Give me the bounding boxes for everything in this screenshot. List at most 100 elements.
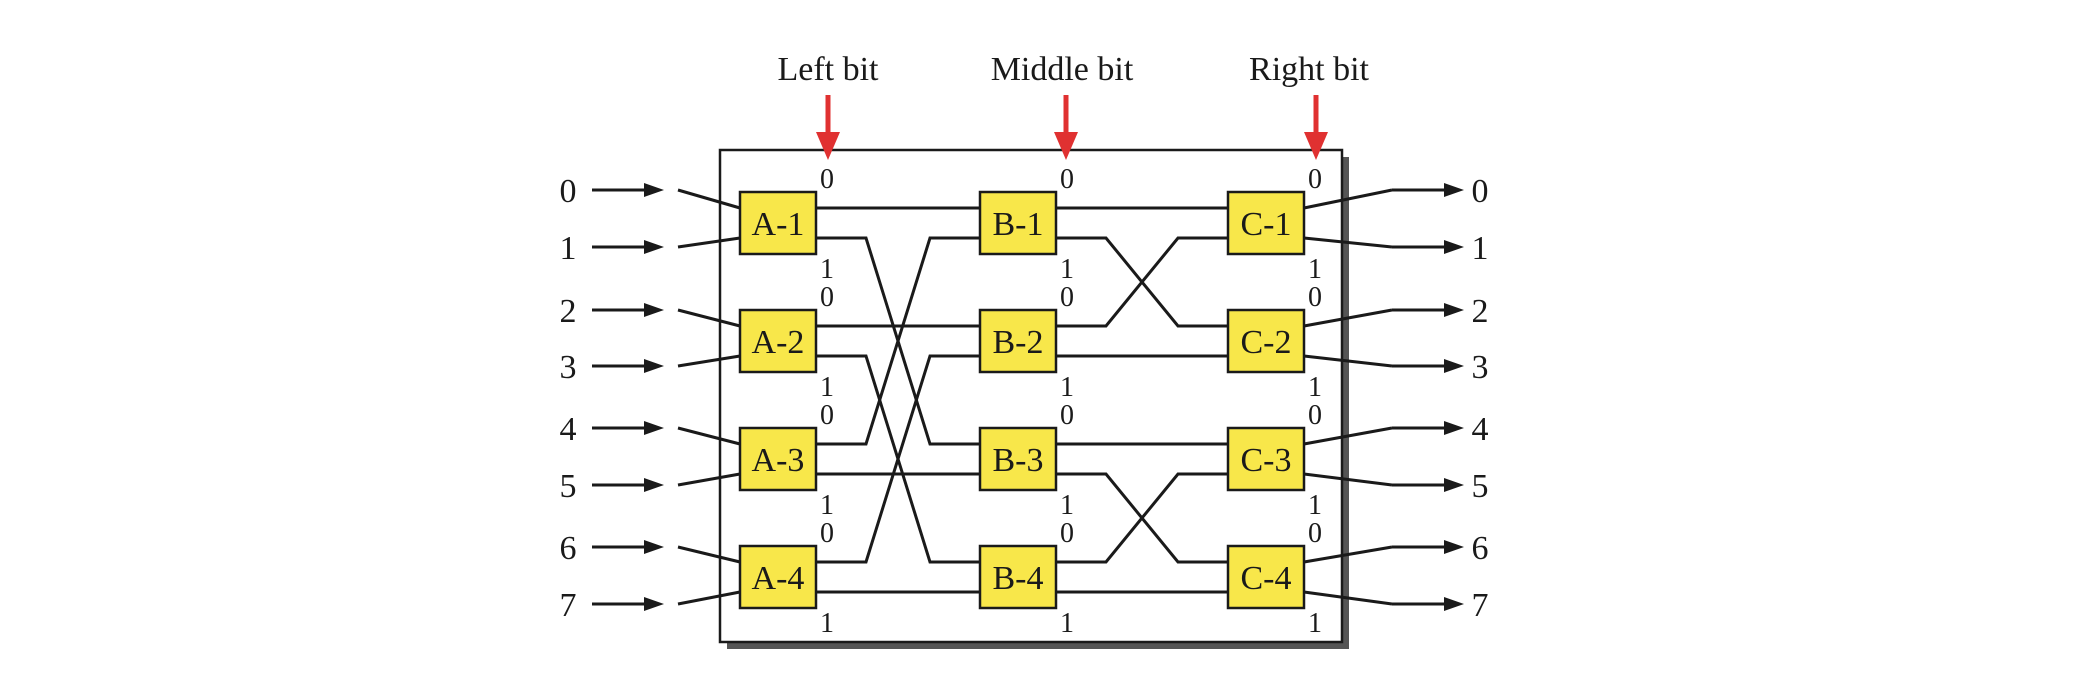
input-label: 3 [560, 349, 577, 386]
input-label: 7 [560, 587, 577, 624]
input-wire [677, 308, 741, 328]
port-label-1: 1 [1060, 254, 1074, 285]
input-arrowhead [644, 421, 664, 435]
select-arrow-left-bit [816, 95, 840, 160]
output-label: 1 [1472, 230, 1489, 267]
output-label: 6 [1472, 530, 1489, 567]
stage-a-to-b-wire [816, 236, 980, 446]
port-label-0: 0 [1060, 400, 1074, 431]
switch-label: C-2 [1241, 324, 1292, 361]
output-wire [1303, 426, 1393, 446]
port-label-1: 1 [1060, 608, 1074, 639]
port-label-1: 1 [820, 490, 834, 521]
output-label: 5 [1472, 468, 1489, 505]
output-arrowhead [1444, 478, 1464, 492]
stage-b-to-c-wire [1056, 472, 1228, 564]
switch-boxes: A-101A-201A-301A-401B-101B-201B-301B-401… [738, 164, 1322, 639]
wiring [677, 188, 1393, 606]
output-label: 0 [1472, 173, 1489, 210]
port-label-0: 0 [1060, 518, 1074, 549]
output-arrowhead [1444, 359, 1464, 373]
switch-c-3: C-3 0 1 [1226, 400, 1322, 521]
port-label-0: 0 [1060, 282, 1074, 313]
port-label-0: 0 [1308, 518, 1322, 549]
input-label: 1 [560, 230, 577, 267]
port-label-1: 1 [1308, 372, 1322, 403]
input-wire [677, 426, 741, 446]
output-label: 2 [1472, 293, 1489, 330]
switch-label: C-3 [1241, 442, 1292, 479]
switch-label: A-1 [752, 206, 805, 243]
input-label: 5 [560, 468, 577, 505]
output-wire [1303, 354, 1393, 368]
output-arrowhead [1444, 240, 1464, 254]
input-arrowhead [644, 540, 664, 554]
port-label-0: 0 [820, 164, 834, 195]
port-label-1: 1 [820, 608, 834, 639]
input-label: 2 [560, 293, 577, 330]
port-label-1: 1 [1308, 608, 1322, 639]
switch-b-1: B-101 [978, 164, 1074, 285]
output-wire [1303, 472, 1393, 487]
port-label-0: 0 [1060, 164, 1074, 195]
switch-label: A-4 [752, 560, 805, 597]
port-label-0: 0 [1308, 400, 1322, 431]
input-label: 4 [560, 411, 577, 448]
output-wire [1303, 236, 1393, 249]
output-label: 3 [1472, 349, 1489, 386]
switch-b-4: B-4 0 1 [978, 518, 1074, 639]
input-label: 0 [560, 173, 577, 210]
switch-label: C-4 [1241, 560, 1292, 597]
switch-a-2: A-2 0 1 [738, 282, 834, 403]
output-arrowhead [1444, 183, 1464, 197]
output-wire [1303, 188, 1393, 210]
input-wire [677, 472, 741, 487]
port-label-0: 0 [1308, 282, 1322, 313]
port-label-1: 1 [820, 254, 834, 285]
input-label: 6 [560, 530, 577, 567]
switch-label: A-2 [752, 324, 805, 361]
output-arrowhead [1444, 540, 1464, 554]
input-arrowhead [644, 478, 664, 492]
switch-c-2: C-2 0 1 [1226, 282, 1322, 403]
switch-a-4: A-4 0 1 [738, 518, 834, 639]
input-arrowhead [644, 183, 664, 197]
switch-b-2: B-2 0 1 [978, 282, 1074, 403]
output-arrowhead [1444, 421, 1464, 435]
input-wire [677, 236, 741, 249]
switch-c-1: C-1 0 1 [1226, 164, 1322, 285]
header-middle-bit: Middle bit [991, 51, 1134, 88]
header-left-bit: Left bit [777, 51, 879, 88]
input-wire [677, 188, 741, 210]
input-wire [677, 354, 741, 368]
port-label-1: 1 [820, 372, 834, 403]
switch-label: B-4 [993, 560, 1044, 597]
input-wire [677, 545, 741, 564]
port-label-0: 0 [820, 282, 834, 313]
switch-label: B-2 [993, 324, 1044, 361]
switch-b-3: B-301 [978, 400, 1074, 521]
switch-label: C-1 [1241, 206, 1292, 243]
output-wire [1303, 545, 1393, 564]
port-label-1: 1 [1308, 490, 1322, 521]
switch-label: A-3 [752, 442, 805, 479]
output-wire [1303, 308, 1393, 328]
port-label-0: 0 [1308, 164, 1322, 195]
input-arrowhead [644, 303, 664, 317]
output-label: 7 [1472, 587, 1489, 624]
switch-a-1: A-1 0 1 [738, 164, 834, 285]
select-arrow-right-bit [1304, 95, 1328, 160]
switch-c-4: C-4 0 1 [1226, 518, 1322, 639]
select-arrow-middle-bit [1054, 95, 1078, 160]
output-arrowhead [1444, 597, 1464, 611]
input-arrowhead [644, 240, 664, 254]
input-arrowhead [644, 359, 664, 373]
port-label-0: 0 [820, 518, 834, 549]
stage-b-to-c-wire [1056, 236, 1228, 328]
port-label-0: 0 [820, 400, 834, 431]
input-wire [677, 590, 741, 606]
port-label-1: 1 [1308, 254, 1322, 285]
port-label-1: 1 [1060, 372, 1074, 403]
